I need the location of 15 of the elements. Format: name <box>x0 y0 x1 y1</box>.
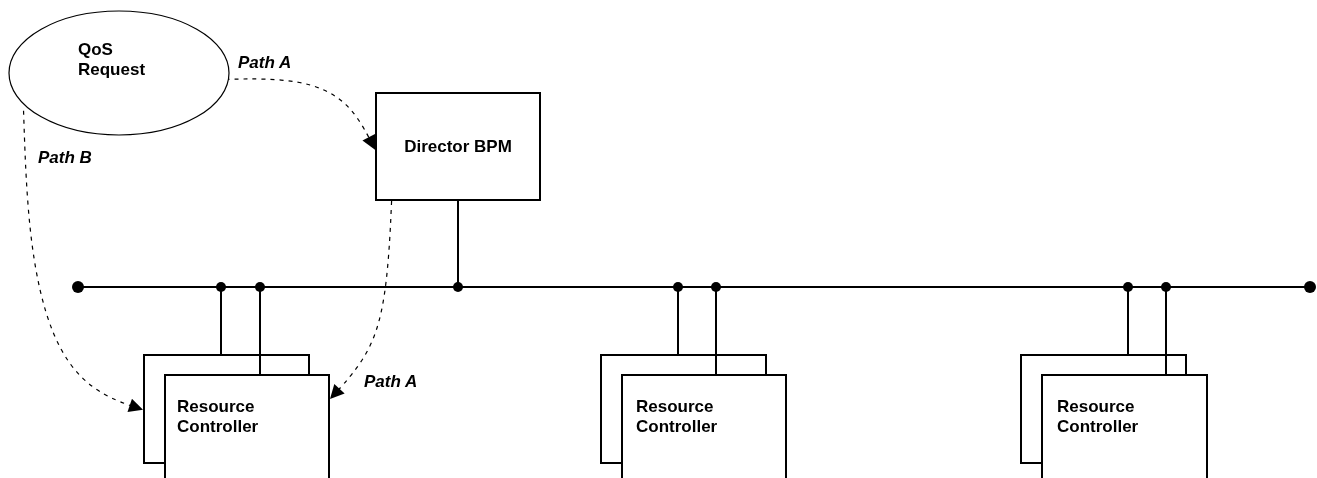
connector-line <box>711 282 721 376</box>
connector-line <box>453 200 463 292</box>
connector-line <box>216 282 226 355</box>
connector-line <box>673 282 683 355</box>
node-label: Resource Controller <box>1057 397 1140 437</box>
connector-line <box>255 282 265 376</box>
connector-line <box>1161 282 1171 376</box>
dashed-arrow <box>22 110 144 412</box>
node-label: QoS Request <box>78 40 147 80</box>
connector-line <box>1123 282 1133 355</box>
process-box <box>375 92 541 201</box>
node-label: Resource Controller <box>177 397 260 437</box>
node-label: Resource Controller <box>636 397 719 437</box>
node-label: Director BPM <box>404 136 512 157</box>
dashed-arrow <box>329 200 393 400</box>
